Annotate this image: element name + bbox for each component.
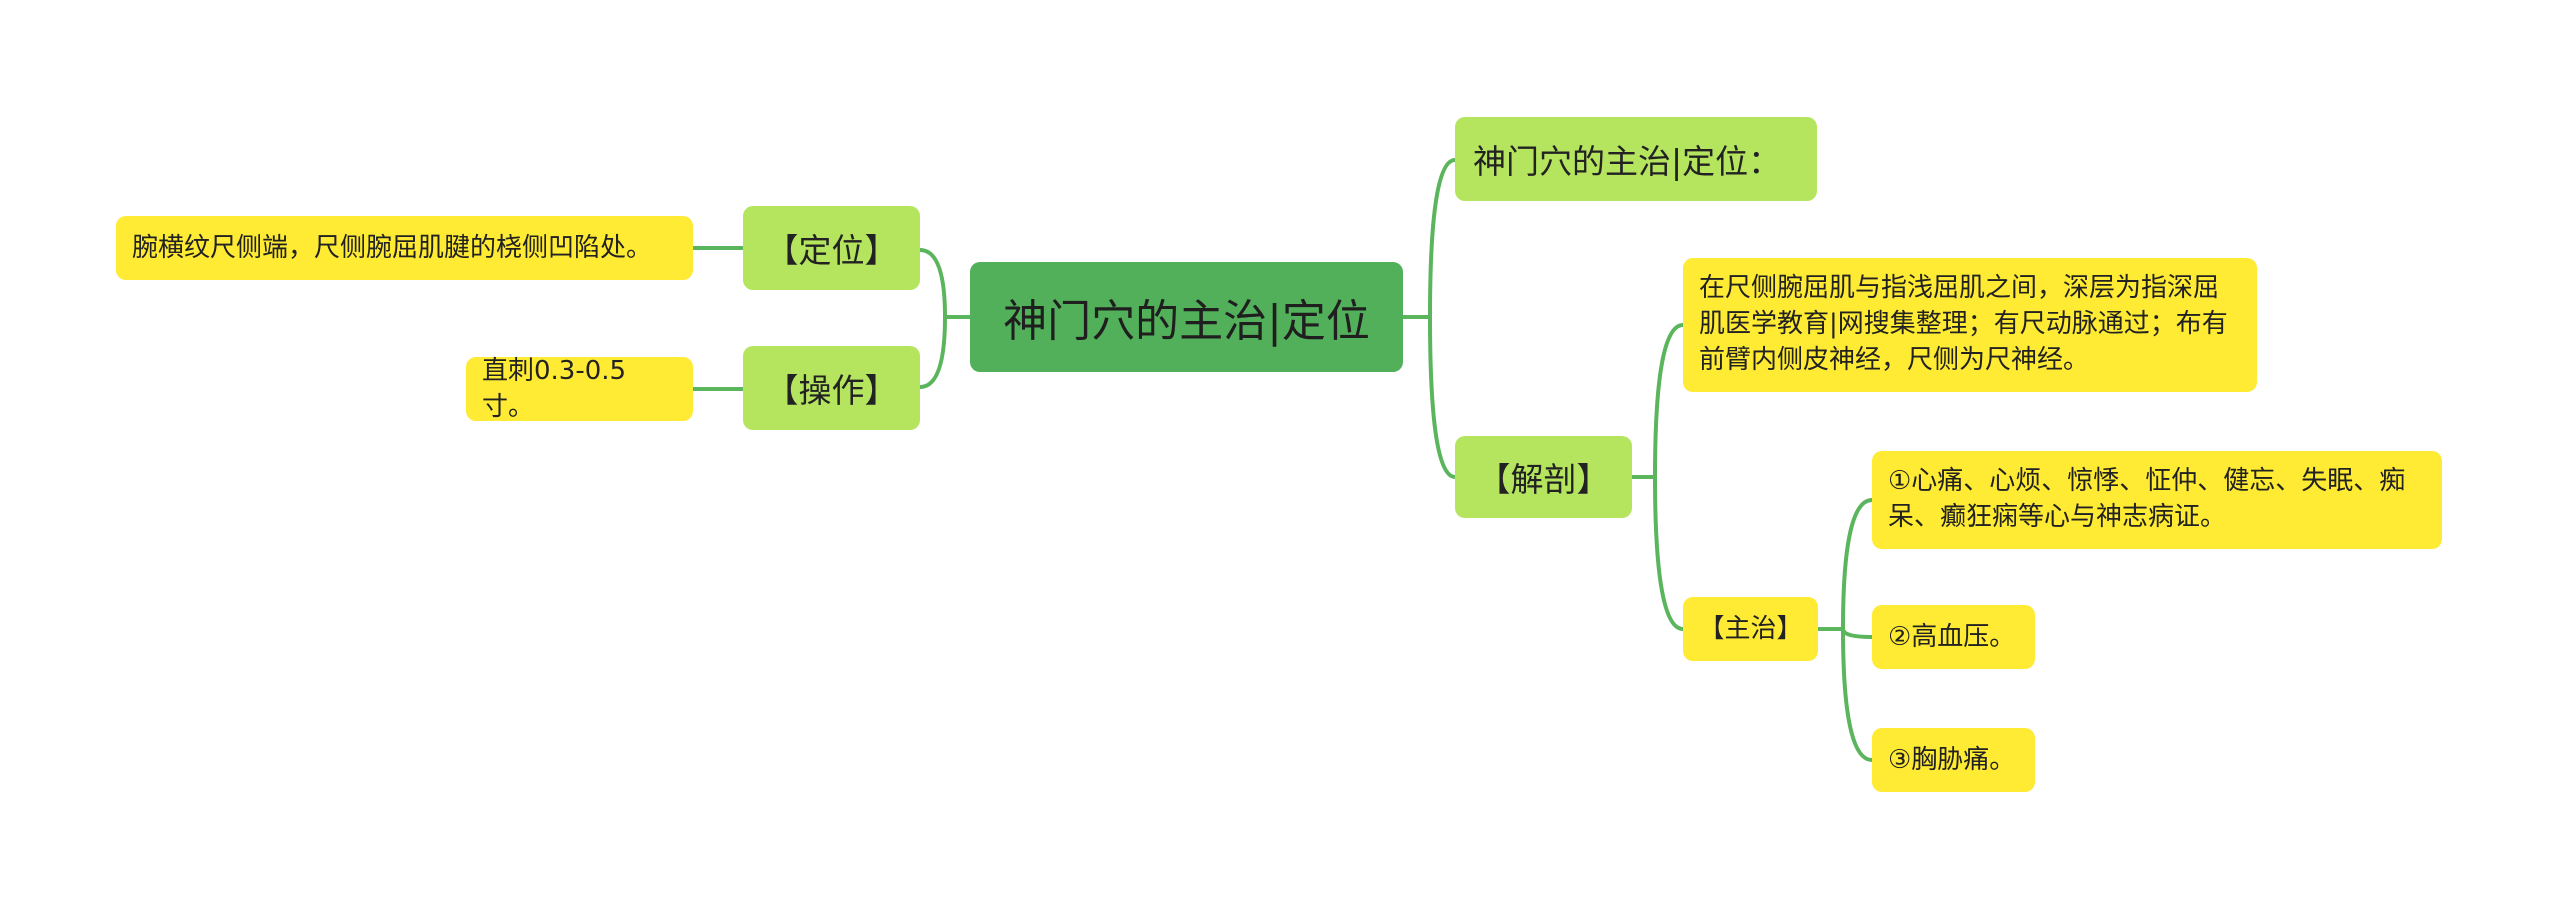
leaf-anatomy-detail[interactable]: 在尺侧腕屈肌与指浅屈肌之间，深层为指深屈肌医学教育|网搜集整理；有尺动脉通过；布… [1683, 258, 2257, 392]
branch-anatomy[interactable]: 【解剖】 [1455, 436, 1632, 518]
connector-root-to-caozuo [918, 315, 972, 389]
leaf-caozuo-text: 直刺0.3-0.5寸。 [482, 356, 627, 422]
connector-anatomy-to-detail [1630, 323, 1685, 479]
indication-item-2[interactable]: ②高血压。 [1872, 605, 2035, 669]
connector-root-to-anatomy [1401, 315, 1457, 479]
branch-dingwei-label: 【定位】 [765, 231, 898, 270]
indication-item-1-text: ①心痛、心烦、惊悸、怔仲、健忘、失眠、痴呆、癫狂痫等心与神志病证。 [1888, 466, 2406, 532]
branch-title[interactable]: 神门穴的主治|定位： [1455, 117, 1817, 201]
connector-indications-to-item3 [1816, 627, 1874, 762]
root-topic-label: 神门穴的主治|定位 [1003, 296, 1370, 347]
indication-item-2-text: ②高血压。 [1888, 622, 2016, 652]
branch-title-label: 神门穴的主治|定位： [1473, 142, 1782, 181]
branch-indications[interactable]: 【主治】 [1683, 597, 1818, 661]
branch-dingwei[interactable]: 【定位】 [743, 206, 920, 290]
leaf-caozuo-detail[interactable]: 直刺0.3-0.5寸。 [466, 356, 693, 422]
leaf-anatomy-text: 在尺侧腕屈肌与指浅屈肌之间，深层为指深屈肌医学教育|网搜集整理；有尺动脉通过；布… [1699, 273, 2228, 375]
connector-root-to-title [1401, 158, 1457, 319]
leaf-dingwei-text: 腕横纹尺侧端，尺侧腕屈肌腱的桡侧凹陷处。 [132, 233, 653, 263]
indication-item-3[interactable]: ③胸胁痛。 [1872, 728, 2035, 792]
connector-indications-to-item1 [1816, 498, 1874, 631]
branch-indications-label: 【主治】 [1698, 614, 1803, 644]
connector-anatomy-to-indications [1630, 475, 1685, 631]
branch-caozuo[interactable]: 【操作】 [743, 346, 920, 430]
indication-item-3-text: ③胸胁痛。 [1888, 745, 2016, 775]
branch-caozuo-label: 【操作】 [765, 371, 898, 410]
leaf-dingwei-detail[interactable]: 腕横纹尺侧端，尺侧腕屈肌腱的桡侧凹陷处。 [116, 216, 693, 280]
indication-item-1[interactable]: ①心痛、心烦、惊悸、怔仲、健忘、失眠、痴呆、癫狂痫等心与神志病证。 [1872, 451, 2442, 549]
connector-root-to-dingwei [918, 248, 972, 319]
branch-anatomy-label: 【解剖】 [1477, 460, 1610, 499]
root-topic[interactable]: 神门穴的主治|定位 [970, 262, 1403, 372]
